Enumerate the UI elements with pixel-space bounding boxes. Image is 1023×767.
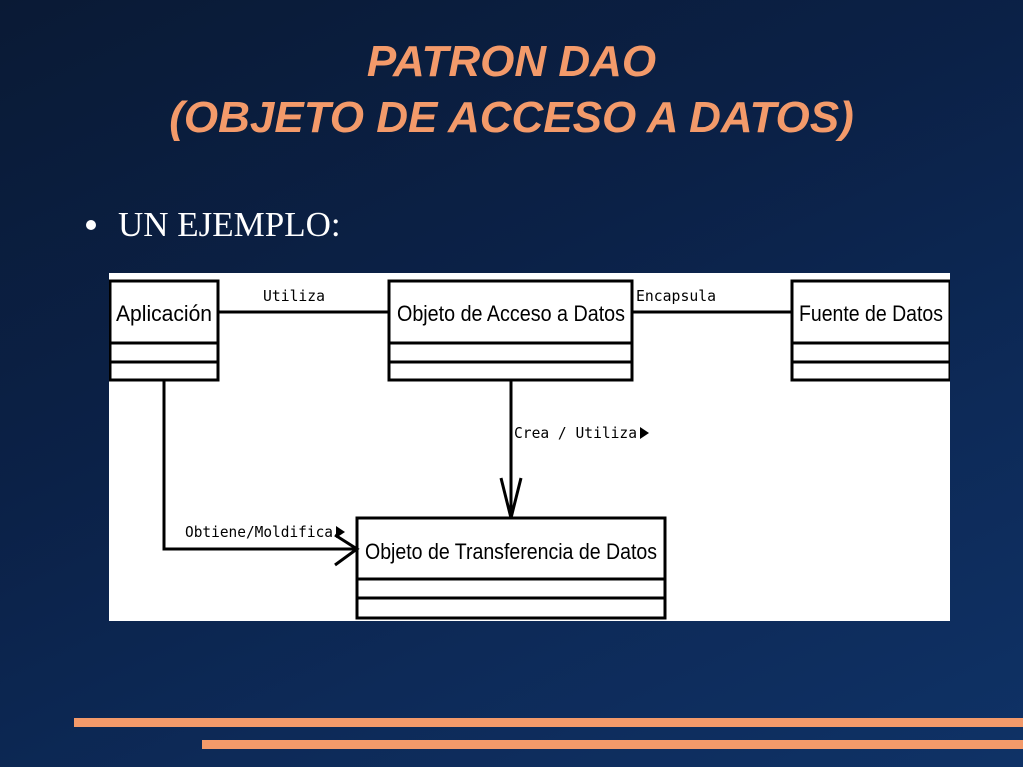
bullet-dot-icon [86, 219, 96, 230]
slide-title: PATRON DAO (OBJETO DE ACCESO A DATOS) [0, 34, 1023, 146]
direction-triangle-crea-icon [640, 427, 649, 439]
slide-title-line-2: (OBJETO DE ACCESO A DATOS) [169, 93, 854, 142]
slide-title-line-1: PATRON DAO [366, 37, 657, 86]
class-name-fuente: Fuente de Datos [799, 301, 943, 326]
association-label-utiliza: Utiliza [263, 287, 325, 305]
class-box-aplicacion [109, 279, 220, 382]
bullet-item: UN EJEMPLO: [86, 200, 341, 250]
class-name-dao: Objeto de Acceso a Datos [397, 301, 625, 326]
class-box-fuente [790, 279, 950, 382]
association-label-crea-utiliza: Crea / Utiliza [514, 424, 637, 442]
association-obtiene-modifica-line [162, 380, 357, 551]
uml-diagram: Aplicación Objeto de Acceso a Datos Fuen… [109, 273, 950, 621]
class-name-aplicacion: Aplicación [116, 301, 212, 326]
decorative-stripe-upper [74, 718, 1023, 727]
class-name-dto: Objeto de Transferencia de Datos [365, 539, 657, 564]
class-box-dto [355, 516, 667, 620]
decorative-stripe-lower [202, 740, 1023, 749]
association-label-obtiene-modifica: Obtiene/Moldifica [185, 523, 333, 541]
arrowhead-right-icon [334, 533, 360, 567]
bullet-text: UN EJEMPLO: [118, 205, 341, 244]
class-box-dao [387, 279, 634, 382]
association-label-encapsula: Encapsula [636, 287, 716, 305]
uml-diagram-svg: Aplicación Objeto de Acceso a Datos Fuen… [109, 279, 950, 620]
arrowhead-down-icon [499, 477, 523, 519]
direction-triangle-obtiene-icon [336, 526, 345, 538]
